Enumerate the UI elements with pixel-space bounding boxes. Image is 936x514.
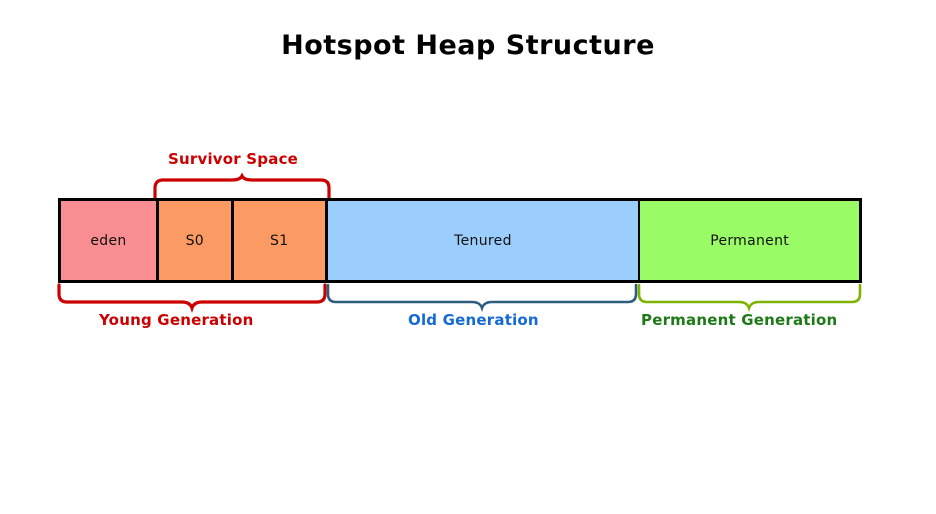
heap-segment-eden[interactable]: eden [61,201,159,280]
permanent-generation-label: Permanent Generation [641,311,838,329]
heap-segment-label: Permanent [710,232,790,249]
permanent-generation-brace [637,283,862,313]
heap-segment-label: Tenured [454,232,512,249]
old-generation-brace [326,283,638,313]
heap-segment-label: S0 [185,232,205,249]
heap-bar: eden S0 S1 Tenured Permanent [58,198,862,283]
page-title: Hotspot Heap Structure [281,30,655,61]
heap-segment-permanent[interactable]: Permanent [640,201,859,280]
heap-segment-tenured[interactable]: Tenured [327,201,641,280]
young-generation-label: Young Generation [99,311,254,329]
heap-segment-label: S1 [270,232,289,249]
heap-segment-s0[interactable]: S0 [158,201,234,280]
heap-segment-s1[interactable]: S1 [233,201,328,280]
heap-segment-label: eden [90,232,127,249]
young-generation-brace [57,283,327,314]
old-generation-label: Old Generation [408,311,539,329]
survivor-space-label: Survivor Space [168,150,299,168]
survivor-space-brace [153,172,331,202]
